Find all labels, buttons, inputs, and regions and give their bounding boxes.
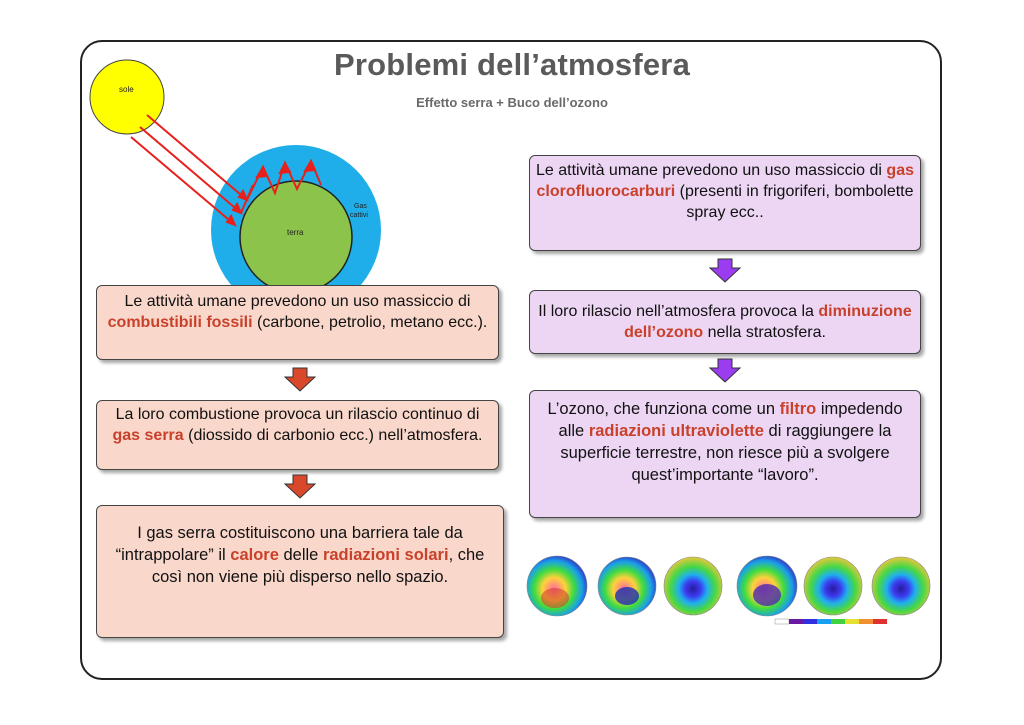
page-subtitle: Effetto serra + Buco dell’ozono	[416, 95, 608, 110]
down-arrow-right-2	[708, 358, 742, 383]
earth-icon	[239, 180, 353, 294]
ozone-globe-2	[597, 556, 657, 616]
ozone-globe-3	[663, 556, 723, 616]
right-box-ozone-depletion: Il loro rilascio nell’atmosfera provoca …	[529, 290, 921, 354]
ozone-globe-5	[803, 556, 863, 616]
highlight-filtro: filtro	[779, 400, 817, 418]
gas-label-1: Gas	[354, 203, 367, 210]
ozone-globe-4	[736, 555, 798, 617]
page-title: Problemi dell’atmosfera	[333, 47, 691, 82]
down-arrow-left-1	[283, 367, 317, 392]
left-box-greenhouse-gas: La loro combustione provoca un rilascio …	[96, 400, 499, 470]
right-box-ozone-filter: L’ozono, che funziona come un filtro imp…	[529, 390, 921, 518]
highlight-radiazioni-ultraviolette: radiazioni ultraviolette	[588, 422, 764, 440]
highlight-gas-serra: gas serra	[112, 427, 184, 444]
highlight-diminuzione-ozono: diminuzione dell’ozono	[624, 303, 912, 341]
ozone-globe-1	[526, 555, 588, 617]
sun-icon	[89, 59, 165, 135]
ozone-globe-6	[871, 556, 931, 616]
left-box-fossil-fuels: Le attività umane prevedono un uso massi…	[96, 285, 499, 360]
earth-label: terra	[287, 228, 304, 237]
ozone-color-scale	[774, 618, 887, 625]
ozone-hole-images	[526, 555, 931, 625]
sun-rays	[130, 114, 322, 227]
down-arrow-left-2	[283, 474, 317, 499]
highlight-gas-clorofluorocarburi: gas clorofluorocarburi	[536, 162, 914, 200]
highlight-combustibili-fossili: combustibili fossili	[107, 314, 253, 331]
greenhouse-diagram: sole terra Gas cattivi	[89, 59, 381, 300]
highlight-radiazioni-solari: radiazioni solari	[322, 546, 449, 564]
down-arrow-right-1	[708, 258, 742, 283]
left-box-heat-trap: I gas serra costituiscono una barriera t…	[96, 505, 504, 638]
highlight-calore: calore	[230, 546, 279, 564]
gas-label-2: cattivi	[350, 212, 368, 219]
right-box-cfc: Le attività umane prevedono un uso massi…	[529, 155, 921, 251]
sun-label: sole	[119, 85, 134, 94]
